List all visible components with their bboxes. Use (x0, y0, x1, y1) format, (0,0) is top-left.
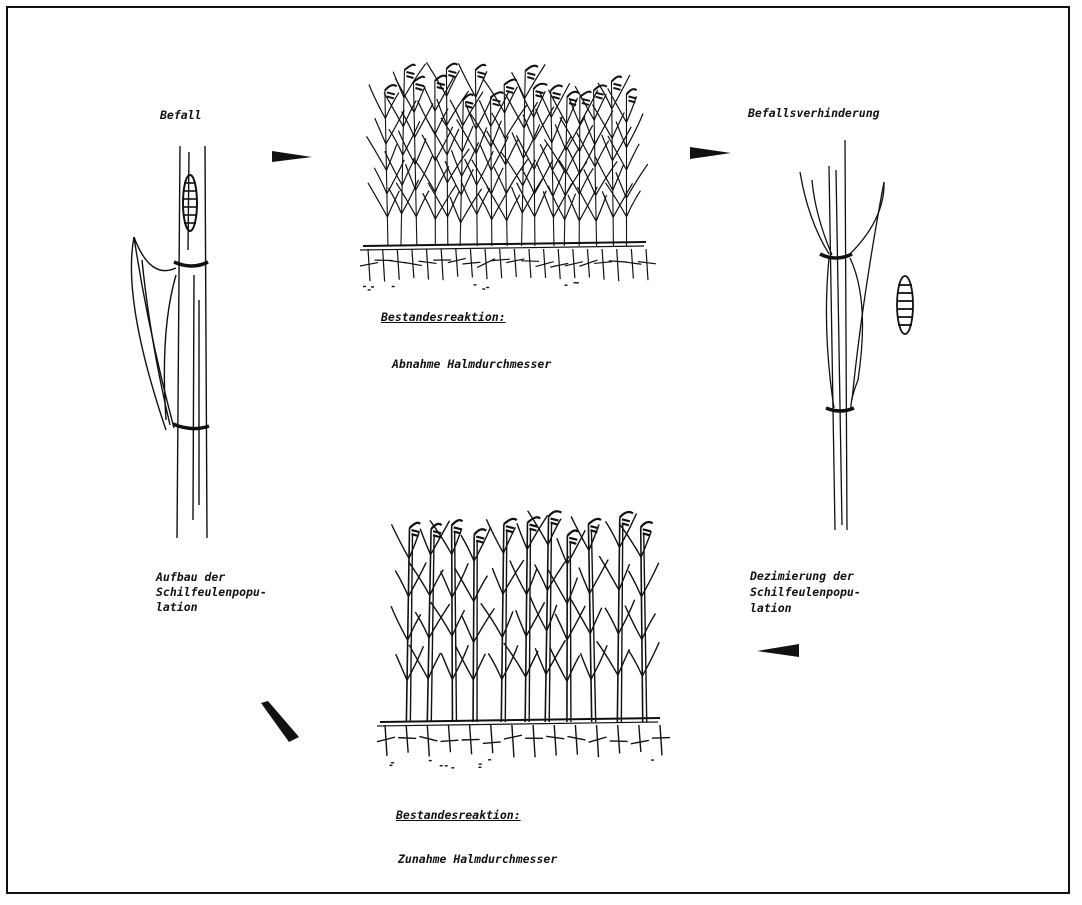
cycle-arrow-icon (261, 701, 299, 742)
reed-stalk-infested-icon (131, 146, 209, 538)
cycle-arrow-icon (690, 147, 731, 159)
reed-stand-thin-icon (360, 62, 656, 290)
cycle-arrow-icon (757, 644, 799, 657)
caterpillar-icon (897, 276, 913, 334)
cycle-arrow-icon (272, 151, 312, 162)
reed-stand-thick-icon (377, 511, 670, 768)
reed-stalk-thin-icon (800, 140, 884, 530)
